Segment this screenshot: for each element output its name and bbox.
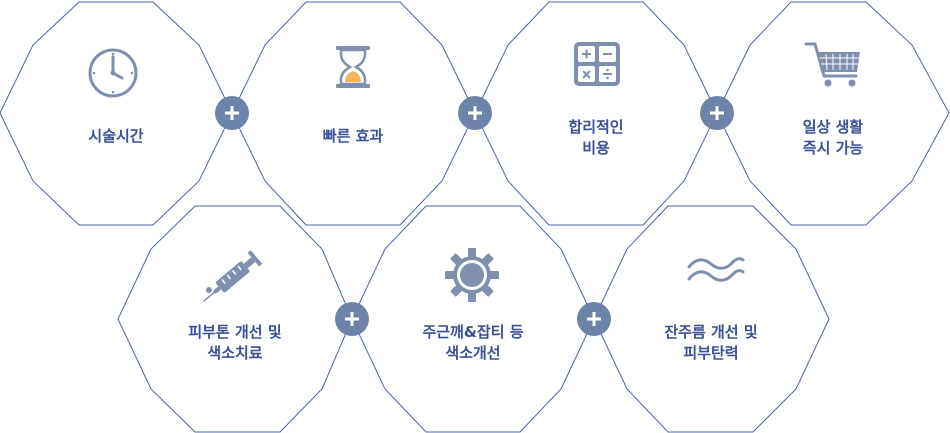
feature-label-reasonable-cost: 합리적인 비용 (568, 118, 624, 157)
plus-icon (577, 302, 611, 336)
feature-label-fast-effect: 빠른 효과 (322, 127, 384, 145)
octagon-6 (351, 205, 595, 433)
feature-label-treatment-time: 시술시간 (88, 127, 144, 145)
plus-icon (335, 302, 369, 336)
hourglass-icon (336, 46, 370, 88)
octagon-2 (231, 1, 476, 226)
gear-icon (445, 248, 499, 302)
octagon-3 (474, 1, 718, 226)
shopping-cart-icon (804, 42, 860, 87)
plus-icon (458, 96, 492, 130)
octagon-4 (716, 1, 950, 226)
octagon-7 (593, 205, 830, 433)
octagon-5 (117, 205, 353, 433)
feature-label-freckles: 주근깨&잡티 등 색소개선 (422, 323, 524, 362)
syringe-icon (203, 250, 263, 302)
calculator-icon (574, 42, 620, 86)
feature-label-skin-tone: 피부톤 개선 및 색소치료 (188, 323, 282, 362)
droplet-icon (206, 287, 212, 293)
feature-label-wrinkles: 잔주름 개선 및 피부탄력 (664, 323, 758, 362)
clock-icon (88, 48, 138, 98)
plus-icon (215, 96, 249, 130)
wave-icon (687, 257, 745, 282)
octagon-1 (0, 1, 233, 226)
plus-icon (700, 96, 734, 130)
feature-label-daily-life: 일상 생활 즉시 가능 (802, 118, 864, 157)
